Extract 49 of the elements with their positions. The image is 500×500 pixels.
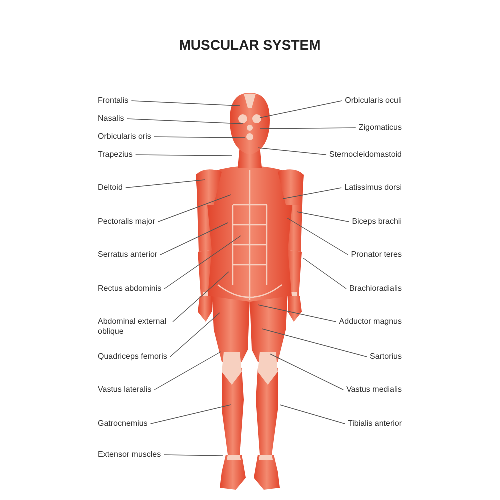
- muscle-label: Zigomaticus: [358, 123, 402, 133]
- leader-line: [131, 100, 240, 106]
- leader-line: [262, 328, 368, 358]
- muscle-label: Frontalis: [98, 96, 129, 106]
- leader-line: [282, 188, 342, 200]
- leader-line: [154, 352, 222, 390]
- muscle-label: Pectoralis major: [98, 217, 156, 227]
- leader-line: [302, 258, 347, 290]
- leader-line: [158, 194, 232, 222]
- leader-line: [150, 404, 232, 424]
- leader-line: [280, 404, 346, 424]
- muscle-label: Nasalis: [98, 114, 124, 124]
- muscle-label: Gatrocnemius: [98, 419, 148, 429]
- muscle-label: Serratus anterior: [98, 250, 158, 260]
- muscle-label: Brachioradialis: [350, 284, 402, 294]
- muscle-label: Sternocleidomastoid: [330, 150, 402, 160]
- muscle-label: Quadriceps femoris: [98, 352, 168, 362]
- muscle-label: Abdominal external oblique: [98, 317, 170, 337]
- muscle-label: Vastus medialis: [346, 385, 402, 395]
- muscle-label: Biceps brachii: [352, 217, 402, 227]
- muscle-label: Deltoid: [98, 183, 123, 193]
- leader-line: [160, 222, 228, 256]
- leader-line: [154, 136, 246, 138]
- leader-line: [172, 272, 230, 322]
- leader-line: [260, 128, 356, 130]
- leader-line: [126, 118, 244, 124]
- muscle-label: Pronator teres: [351, 250, 402, 260]
- leader-line: [258, 304, 337, 322]
- muscle-label: Sartorius: [370, 352, 402, 362]
- leader-line: [126, 180, 206, 188]
- leader-line: [260, 100, 342, 118]
- muscle-label: Orbicularis oculi: [345, 96, 402, 106]
- muscle-label: Rectus abdominis: [98, 284, 162, 294]
- leader-line: [270, 354, 344, 390]
- leader-line: [170, 312, 220, 358]
- muscle-label: Tibialis anterior: [348, 419, 402, 429]
- muscle-label: Extensor muscles: [98, 450, 162, 460]
- leader-line: [286, 218, 349, 256]
- leader-line: [135, 154, 232, 156]
- leader-line: [296, 212, 350, 222]
- leader-line: [164, 236, 242, 290]
- leader-line: [258, 148, 327, 156]
- muscle-label: Vastus lateralis: [98, 385, 152, 395]
- muscle-label: Adductor magnus: [339, 317, 402, 327]
- muscle-label: Orbicularis oris: [98, 132, 152, 142]
- leader-line: [164, 454, 224, 456]
- muscle-label: Latissimus dorsi: [344, 183, 402, 193]
- muscle-label: Trapezius: [98, 150, 133, 160]
- diagram-title: MUSCULAR SYSTEM: [178, 37, 322, 53]
